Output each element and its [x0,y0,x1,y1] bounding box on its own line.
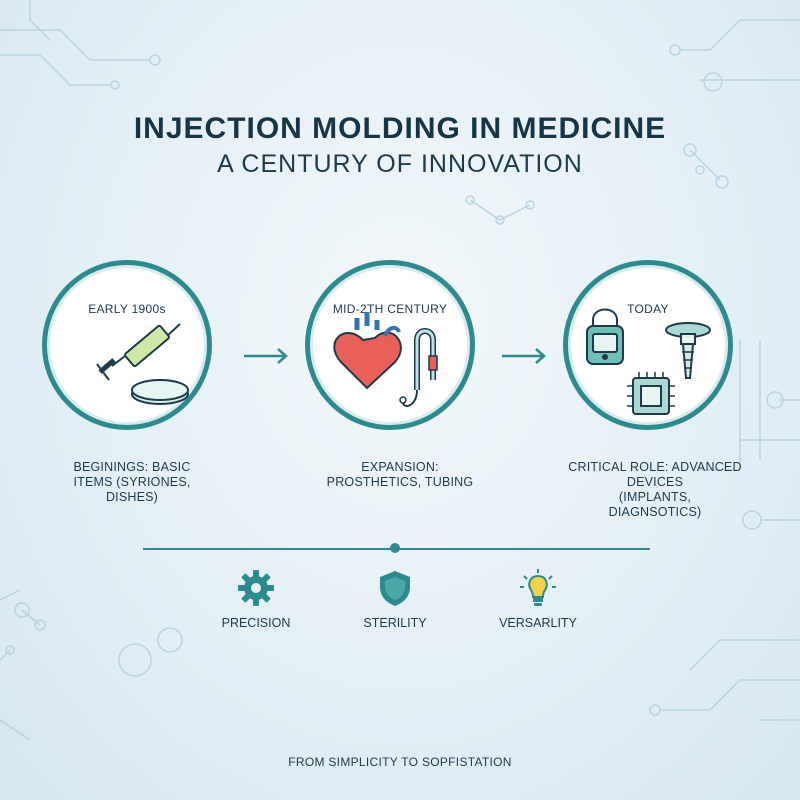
gear-icon [238,570,274,606]
lightbulb-icon [520,569,556,606]
syringe-icon [96,323,181,381]
shield-icon [380,571,410,606]
petri-dish-icon [131,379,189,405]
arrow-right-icon [502,348,546,364]
smart-device-icon [586,308,624,365]
tubing-icon [399,328,438,407]
arrow-right-icon [244,348,288,364]
page-subtitle: A CENTURY OF INNOVATION [217,150,583,178]
stage-caption: EXPANSION: PROSTHETICS, TUBING [326,460,474,489]
stage-mid-century: MID-2TH CENTURY [305,260,475,430]
stage-caption: BEGININGS: BASIC ITEMS (SYRIONES, DISHES… [73,460,191,504]
attribute-label: STERILITY [363,616,427,630]
microchip-icon [627,372,675,415]
attribute-label: VERSARLITY [499,616,577,630]
stage-label: EARLY 1900s [88,302,166,316]
attribute-precision: PRECISION [196,568,316,630]
stage-ring [42,260,212,430]
stage-caption: CRITICAL ROLE: ADVANCED DEVICES (IMPLANT… [568,460,742,519]
implant-screw-icon [665,322,711,379]
footer-tagline: FROM SIMPLICITY TO SOPFISTATION [288,755,512,769]
attribute-label: PRECISION [221,616,291,630]
stage-label: MID-2TH CENTURY [332,302,448,316]
stage-label: TODAY [627,302,669,316]
stage-early-1900s: EARLY 1900s [42,260,212,430]
attribute-sterility: STERILITY [335,568,455,630]
attribute-versatility: VERSARLITY [478,568,598,630]
timeline-dot [390,543,400,553]
heart-icon [333,312,402,390]
stage-today: TODAY [563,260,733,430]
page-title: INJECTION MOLDING IN MEDICINE [133,112,667,145]
